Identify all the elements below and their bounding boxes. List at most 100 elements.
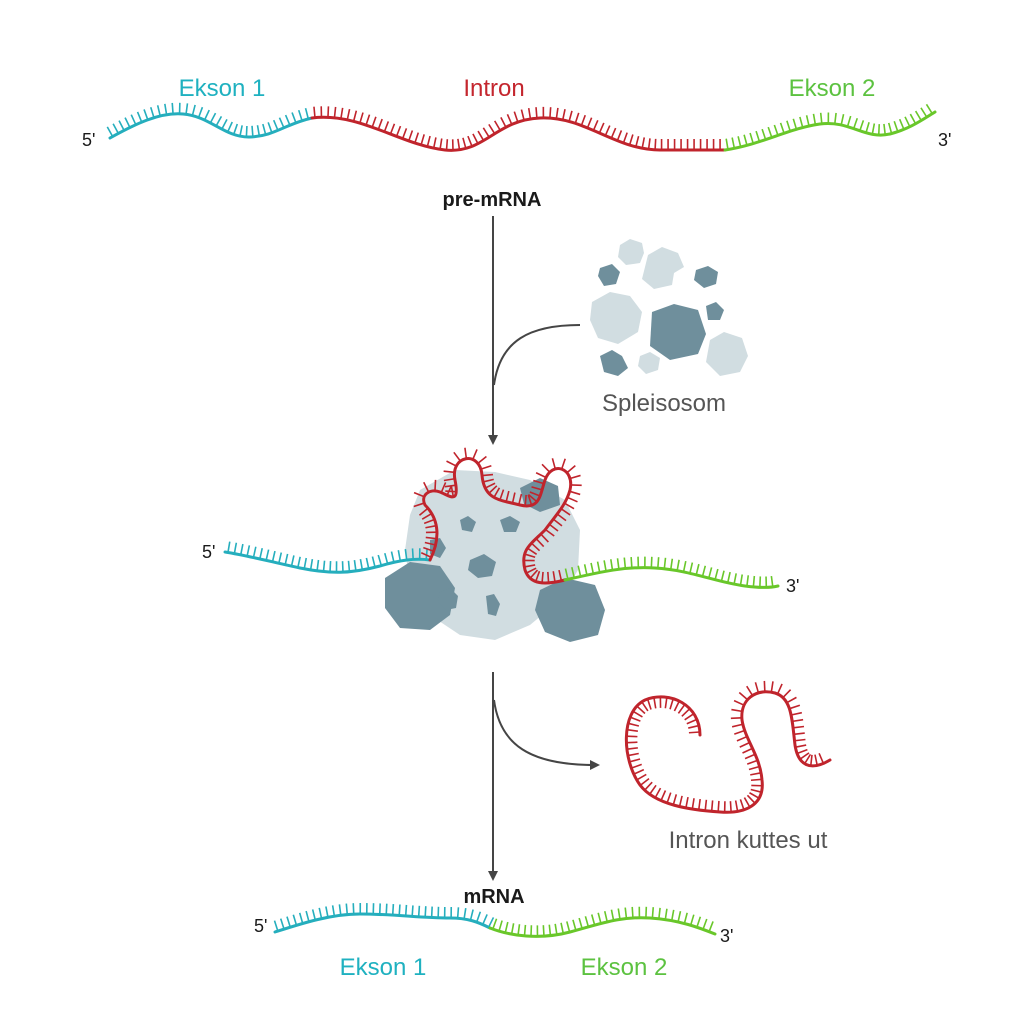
- strand-base: [338, 904, 342, 916]
- strand-base: [424, 906, 427, 918]
- strand-base: [641, 701, 649, 712]
- strand-base: [641, 137, 646, 149]
- strand-base: [418, 507, 429, 516]
- complex-dark-right: [535, 578, 605, 642]
- strand-base: [265, 549, 270, 561]
- strand-base: [852, 117, 859, 129]
- strand-backbone: [108, 112, 314, 140]
- strand-base: [761, 128, 767, 140]
- strand-base: [456, 907, 460, 919]
- strand-base: [359, 112, 364, 124]
- strand-base: [731, 137, 736, 149]
- strand-base: [421, 512, 433, 520]
- strand-base: [746, 759, 758, 765]
- strand-base: [311, 909, 317, 921]
- strand-base: [871, 123, 876, 135]
- strand-base: [683, 912, 688, 924]
- strand-backbone: [723, 110, 937, 152]
- strand-base: [414, 132, 420, 144]
- strand-base: [616, 130, 623, 141]
- strand-base: [226, 121, 233, 133]
- strand-base: [424, 541, 436, 546]
- strand-base: [333, 106, 337, 118]
- strand-base: [529, 491, 541, 497]
- strand-base: [547, 571, 550, 583]
- strand-base: [345, 903, 349, 915]
- subunit-10: [638, 352, 660, 374]
- strand-base: [627, 752, 639, 757]
- strand-base: [227, 541, 231, 553]
- strand-base: [426, 135, 431, 147]
- strand-base: [527, 107, 532, 120]
- mid-intron-loops: [413, 447, 582, 585]
- strand-base: [500, 117, 507, 128]
- strand-base: [411, 548, 414, 560]
- strand-base: [284, 553, 289, 565]
- pre-mrna-strand: [106, 102, 937, 152]
- strand-base: [737, 136, 742, 148]
- strand-base: [535, 107, 538, 119]
- complex-dark-mid-5: [460, 516, 476, 532]
- strand-base: [556, 513, 567, 522]
- strand-base: [610, 909, 615, 921]
- strand-base: [171, 102, 174, 115]
- strand-base: [377, 118, 383, 130]
- strand-base: [633, 768, 645, 775]
- mrna-title: mRNA: [463, 886, 524, 908]
- strand-base: [610, 559, 614, 571]
- strand-base: [395, 125, 402, 137]
- strand-base: [714, 568, 719, 580]
- strand-base: [541, 571, 544, 583]
- strand-base: [493, 487, 501, 498]
- strand-base: [592, 119, 599, 131]
- strand-base: [682, 560, 687, 573]
- strand-base: [417, 905, 421, 917]
- strand-base: [596, 561, 601, 573]
- strand-base: [443, 477, 455, 482]
- top-five-prime: 5': [82, 130, 95, 150]
- strand-base: [796, 748, 808, 755]
- subunit-4: [694, 266, 718, 288]
- strand-base: [786, 120, 792, 132]
- strand-base: [554, 923, 558, 935]
- strand-base: [720, 570, 725, 582]
- strand-base: [750, 778, 763, 782]
- strand-base: [617, 908, 621, 920]
- strand-base: [749, 132, 755, 144]
- strand-base: [701, 565, 707, 577]
- strand-base: [290, 555, 295, 567]
- strand-base: [564, 502, 575, 510]
- strand-base: [425, 524, 437, 529]
- strand-base: [136, 111, 143, 123]
- strand-base: [702, 918, 708, 930]
- strand-base: [574, 112, 580, 124]
- strand-base: [572, 919, 577, 931]
- strand-base: [840, 114, 845, 126]
- strand-base: [746, 685, 754, 696]
- strand-base: [909, 113, 917, 125]
- strand-base: [492, 918, 498, 930]
- strand-base: [164, 103, 168, 115]
- strand-base: [755, 130, 761, 142]
- strand-base: [430, 906, 433, 918]
- spliceosome-label: Spleisosom: [602, 390, 726, 417]
- strand-base: [531, 486, 543, 491]
- bottom-exon1-segment: [273, 902, 495, 934]
- strand-base: [391, 904, 395, 916]
- strand-base: [453, 451, 462, 462]
- strand-base: [203, 109, 210, 121]
- strand-base: [524, 564, 536, 568]
- strand-base: [506, 113, 513, 125]
- strand-base: [898, 118, 905, 130]
- strand-base: [130, 114, 137, 126]
- strand-base: [754, 682, 760, 694]
- strand-base: [256, 125, 261, 137]
- strand-base: [664, 697, 668, 709]
- strand-base: [644, 781, 653, 791]
- strand-backbone: [422, 457, 573, 585]
- strand-base: [524, 494, 527, 506]
- strand-base: [689, 914, 695, 926]
- strand-base: [731, 723, 744, 728]
- strand-base: [586, 117, 593, 129]
- strand-base: [398, 904, 401, 916]
